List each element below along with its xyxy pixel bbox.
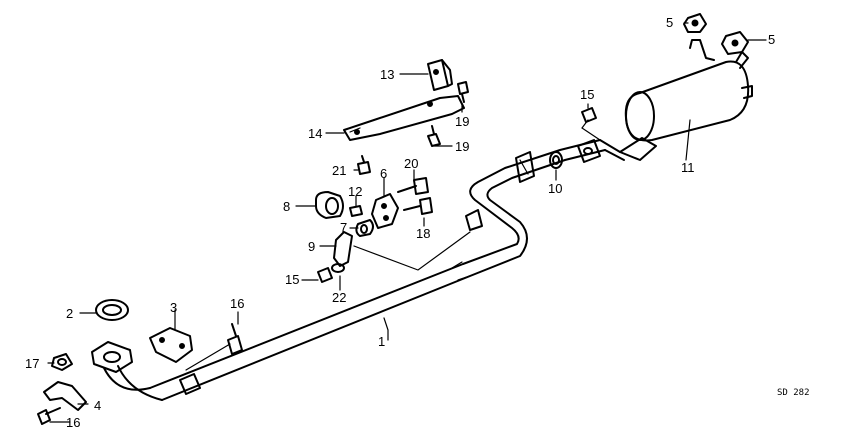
label-16b: 16 xyxy=(66,415,80,430)
leader-lines xyxy=(47,22,767,423)
label-13: 13 xyxy=(380,67,394,82)
bolt-18 xyxy=(403,197,433,215)
label-1: 1 xyxy=(378,334,385,349)
muffler xyxy=(577,51,753,163)
label-19b: 19 xyxy=(455,139,469,154)
exhaust-pipe xyxy=(103,139,606,401)
label-21: 21 xyxy=(332,163,346,178)
leader-stud-pipe xyxy=(185,343,231,371)
label-15a: 15 xyxy=(285,272,299,287)
label-2: 2 xyxy=(66,306,73,321)
leader-15b xyxy=(581,119,601,141)
collar-12 xyxy=(349,205,363,217)
label-5a: 5 xyxy=(666,15,673,30)
mount-rubber-5b xyxy=(721,31,749,55)
bracket-13 xyxy=(427,59,453,91)
bracket-3 xyxy=(149,327,193,363)
stud-16a xyxy=(227,323,243,355)
label-12: 12 xyxy=(348,184,362,199)
label-15b: 15 xyxy=(580,87,594,102)
bracket-9 xyxy=(333,231,353,267)
nut-15b xyxy=(581,107,597,123)
bushing-7 xyxy=(355,219,374,237)
label-20: 20 xyxy=(404,156,418,171)
label-3: 3 xyxy=(170,300,177,315)
label-7: 7 xyxy=(340,220,347,235)
part-labels: 1 2 3 4 5 5 6 7 8 9 10 11 12 13 14 15 15… xyxy=(25,15,775,430)
front-flange xyxy=(91,341,133,373)
rubber-mount-8 xyxy=(315,191,344,219)
label-16a: 16 xyxy=(230,296,244,311)
label-10: 10 xyxy=(548,181,562,196)
nut-15a xyxy=(317,267,333,283)
bolt-20 xyxy=(397,177,429,195)
label-11: 11 xyxy=(681,160,695,175)
bracket-14 xyxy=(343,95,465,141)
gasket-2 xyxy=(95,299,129,321)
muffler-hanger-rod xyxy=(689,39,715,61)
label-17: 17 xyxy=(25,356,39,371)
hanger-rubber-6 xyxy=(371,193,399,229)
label-5b: 5 xyxy=(768,32,775,47)
clamp-4 xyxy=(43,381,87,411)
label-4: 4 xyxy=(94,398,101,413)
label-8: 8 xyxy=(283,199,290,214)
bolt-21 xyxy=(357,155,371,175)
label-19a: 19 xyxy=(455,114,469,129)
diagram-code: SD 282 xyxy=(777,388,810,398)
bolt-16b xyxy=(37,407,61,425)
label-14: 14 xyxy=(308,126,322,141)
label-18: 18 xyxy=(416,226,430,241)
leader-cluster-pipe xyxy=(353,231,471,271)
nut-17 xyxy=(51,353,73,371)
label-22: 22 xyxy=(332,290,346,305)
label-9: 9 xyxy=(308,239,315,254)
rubber-ring-10 xyxy=(549,151,563,169)
mount-rubber-5a xyxy=(683,13,707,33)
bolt-19a xyxy=(457,81,469,103)
washer-22 xyxy=(331,263,345,273)
bolt-19b xyxy=(427,125,441,147)
label-6: 6 xyxy=(380,166,387,181)
